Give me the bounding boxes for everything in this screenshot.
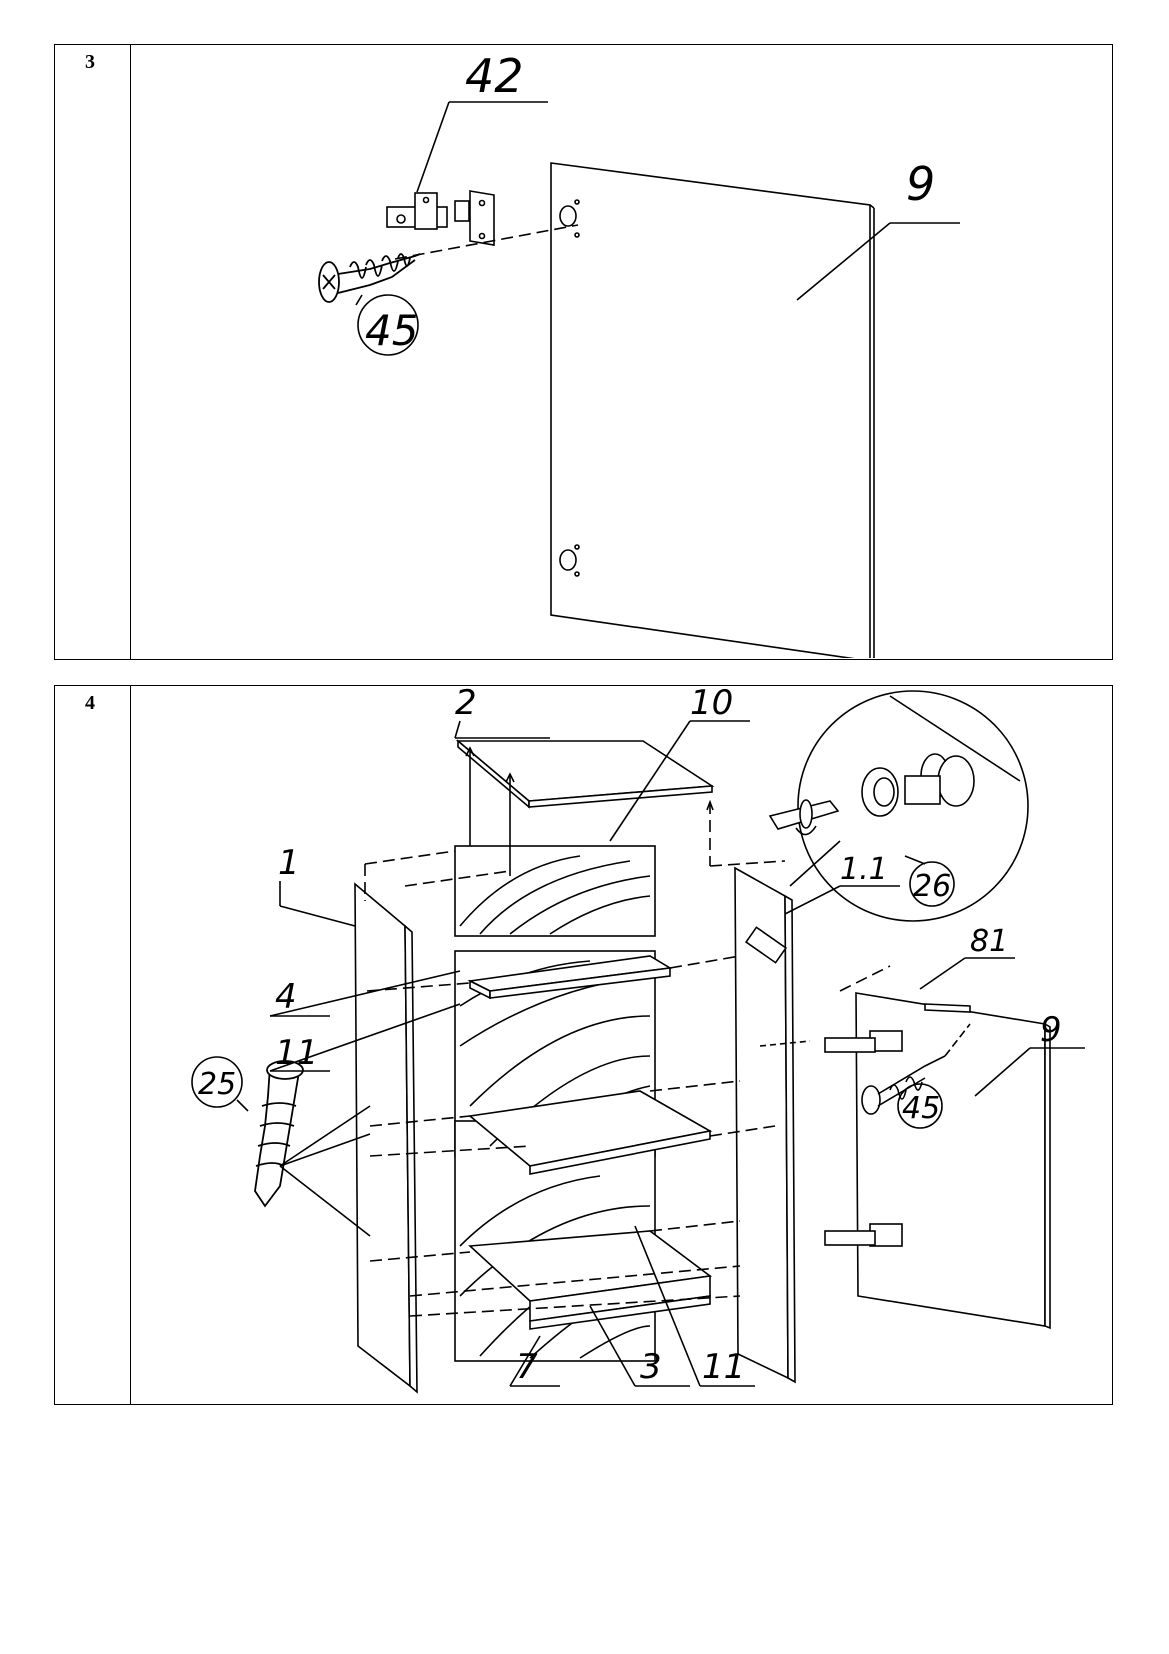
step-number: 4 [85,692,95,714]
cam-bolt [768,753,975,836]
label-cam-detail: 1.1 [840,852,888,887]
label-door: 9 [906,157,935,211]
step-number: 3 [85,51,95,73]
label-back-panel-bottom: 11 [702,1347,745,1387]
step-3-drawing: 42 9 45 [130,45,1112,662]
label-back: 10 [690,686,733,723]
label-hinge: 42 [465,49,524,103]
confirmat-25 [254,1060,304,1208]
label-bottom: 3 [640,1347,662,1387]
screw-45 [318,253,421,303]
step-number-column: 4 [55,686,131,1404]
label-door: 9 [1040,1010,1062,1050]
bottom-panel-3 [468,1230,713,1330]
step-4-drawing: 2 10 1 4 11 1.1 26 81 45 9 25 7 3 11 [130,683,1112,1404]
label-confirmat: 25 [198,1067,236,1102]
label-plinth: 7 [516,1347,538,1387]
step-3-panel: 3 [54,44,1113,662]
label-screw: 45 [365,306,418,355]
right-side-panel [734,866,796,1384]
step-4-diagram: 2 10 1 4 11 1.1 26 81 45 9 25 7 3 11 [191,683,1085,1394]
step-3-diagram: 42 9 45 [318,49,960,662]
step-number-column: 3 [55,45,131,659]
assembly-lines [364,802,891,1317]
label-back-panel: 11 [275,1033,318,1073]
label-side-left: 1 [278,843,300,883]
label-top: 2 [455,686,477,723]
middle-shelf [468,1090,713,1175]
step-4-panel: 4 [54,683,1113,1405]
screw-45 [861,1023,971,1115]
door-panel [550,162,875,662]
label-cam: 26 [913,869,951,904]
label-screw: 45 [902,1091,940,1126]
hinge-42 [386,190,495,246]
label-shelf: 4 [275,977,297,1017]
label-handle: 81 [970,924,1008,959]
door-9 [759,992,1051,1330]
left-side-panel-1 [354,882,418,1394]
top-panel-2 [455,739,715,809]
detail-circle [797,690,1029,922]
